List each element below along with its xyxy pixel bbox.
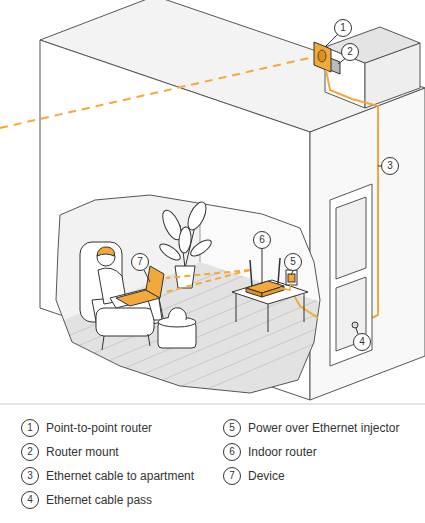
callout-number: 4 (359, 337, 365, 347)
callout-number: 2 (27, 447, 33, 457)
table-leg (268, 304, 269, 332)
legend-text: Point-to-point router (46, 420, 152, 436)
callout-circle: 4 (353, 333, 371, 351)
room-interior (40, 80, 340, 460)
leader-line (291, 271, 293, 275)
legend-text: Ethernet cable pass (46, 492, 152, 508)
plank-line (40, 225, 330, 348)
callout-number: 7 (229, 471, 235, 481)
callout-circle: 2 (21, 443, 39, 461)
plank-line (40, 239, 330, 362)
door-pane (336, 277, 366, 351)
wireless-link (0, 56, 318, 128)
router-antenna (250, 260, 252, 287)
callout-number: 1 (340, 23, 346, 33)
leader-line (262, 249, 263, 284)
wifi-signal (166, 270, 250, 292)
legend-text: Device (248, 468, 285, 484)
callout-circle: 3 (381, 157, 399, 175)
callout-circle: 2 (341, 43, 359, 61)
cutaway-edge (56, 195, 320, 393)
plant-leaf (178, 227, 192, 254)
person-hair (97, 247, 114, 256)
plank-line (40, 337, 330, 460)
plank-line (40, 309, 330, 432)
door (330, 184, 372, 366)
callout-number: 6 (229, 447, 235, 457)
callout-circle: 3 (21, 467, 39, 485)
legend-text: Power over Ethernet injector (248, 420, 399, 436)
callout-number: 1 (27, 423, 33, 433)
point-to-point-router (314, 42, 331, 72)
callout-number: 3 (27, 471, 33, 481)
armchair-leg (148, 334, 150, 346)
callout-number: 6 (259, 235, 265, 245)
callout-circle: 6 (223, 443, 241, 461)
plant-leaf (188, 237, 213, 259)
callout-number: 4 (27, 495, 33, 505)
callout-circle: 1 (21, 419, 39, 437)
router-antenna (278, 258, 280, 284)
armchair-arm (96, 308, 154, 336)
plant-leaf (157, 241, 182, 263)
indoor-router-side (246, 288, 262, 297)
legend-separator (0, 404, 425, 405)
table-leg (304, 294, 305, 322)
callout-circle: 5 (284, 253, 302, 271)
callout-number: 2 (347, 47, 353, 57)
building-right-wall (310, 88, 425, 400)
legend-text: Indoor router (248, 444, 317, 460)
callout-circle: 6 (253, 231, 271, 249)
callout-circle: 7 (223, 467, 241, 485)
person-feet (168, 308, 186, 320)
router-antenna-dish (318, 50, 326, 62)
callout-circle: 1 (334, 19, 352, 37)
callout-circle: 7 (131, 253, 149, 271)
callout-number: 7 (137, 257, 143, 267)
legend-text: Router mount (46, 444, 119, 460)
callout-number: 3 (387, 161, 393, 171)
table-leg (236, 294, 237, 322)
armchair-leg (102, 336, 104, 350)
poe-injector (288, 274, 295, 282)
router-cable (280, 282, 291, 290)
legend-text: Ethernet cable to apartment (46, 468, 194, 484)
callout-circle: 5 (223, 419, 241, 437)
cable-pass (352, 322, 358, 328)
leader-line (144, 270, 150, 282)
door-pane (336, 197, 366, 279)
callout-circle: 4 (21, 491, 39, 509)
leader-line (326, 34, 338, 46)
callout-number: 5 (229, 423, 235, 433)
laptop-screen (146, 266, 164, 298)
callout-number: 5 (290, 257, 296, 267)
